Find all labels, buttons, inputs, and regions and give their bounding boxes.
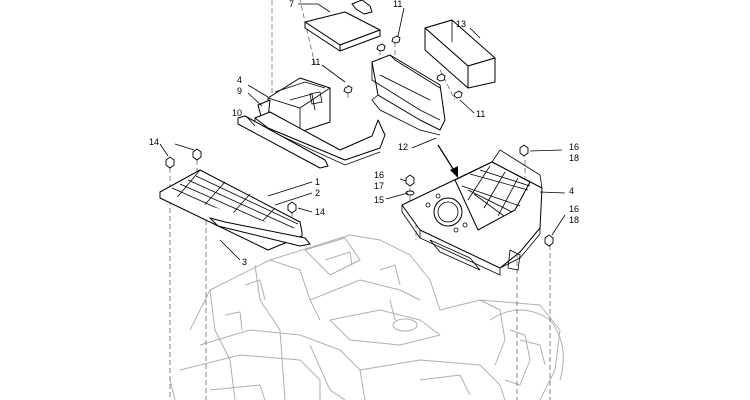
part-cover-pad — [304, 0, 381, 52]
callout-3: 3 — [242, 257, 247, 267]
callout-14: 14 — [315, 207, 325, 217]
callout-11: 11 — [476, 109, 485, 119]
nut-icon — [544, 234, 554, 247]
part-side-panel — [371, 54, 446, 136]
callout-1: 1 — [315, 177, 320, 187]
callout-2: 2 — [315, 188, 320, 198]
callout-16: 16 — [569, 204, 579, 214]
bolt-icon — [453, 90, 463, 99]
nut-icon — [165, 156, 175, 169]
nut-icon — [405, 174, 415, 187]
nut-icon — [192, 148, 202, 161]
callout-11: 11 — [311, 57, 320, 67]
callout-labels: 7 11 13 4 9 11 10 11 12 14 1 2 14 3 16 1… — [149, 0, 579, 267]
callout-9: 9 — [237, 86, 242, 96]
callout-13: 13 — [456, 19, 466, 29]
callout-16: 16 — [374, 170, 384, 180]
nut-icon — [287, 201, 297, 214]
callout-4: 4 — [569, 186, 574, 196]
leader-lines — [159, 3, 566, 261]
callout-14: 14 — [149, 137, 159, 147]
direction-arrow-icon — [437, 144, 458, 178]
bolt-icon — [343, 85, 353, 94]
part-mounting-base — [237, 111, 386, 169]
part-platform — [401, 149, 543, 276]
callout-18: 18 — [569, 153, 579, 163]
callout-10: 10 — [232, 108, 242, 118]
callout-18: 18 — [569, 215, 579, 225]
callout-15: 15 — [374, 195, 384, 205]
bolt-icon — [376, 43, 386, 52]
callout-16: 16 — [569, 142, 579, 152]
part-foam-block — [424, 19, 496, 89]
callout-12: 12 — [398, 142, 408, 152]
bolt-icon — [436, 73, 446, 82]
callout-17: 17 — [374, 181, 384, 191]
washer-icon — [405, 190, 415, 196]
nut-icon — [519, 144, 529, 157]
hardware — [165, 35, 554, 247]
callout-11: 11 — [393, 0, 402, 9]
chassis-frame — [169, 234, 564, 400]
part-step-grating — [159, 169, 311, 251]
bolt-icon — [391, 35, 401, 44]
callout-4: 4 — [237, 75, 242, 85]
callout-7: 7 — [289, 0, 294, 9]
